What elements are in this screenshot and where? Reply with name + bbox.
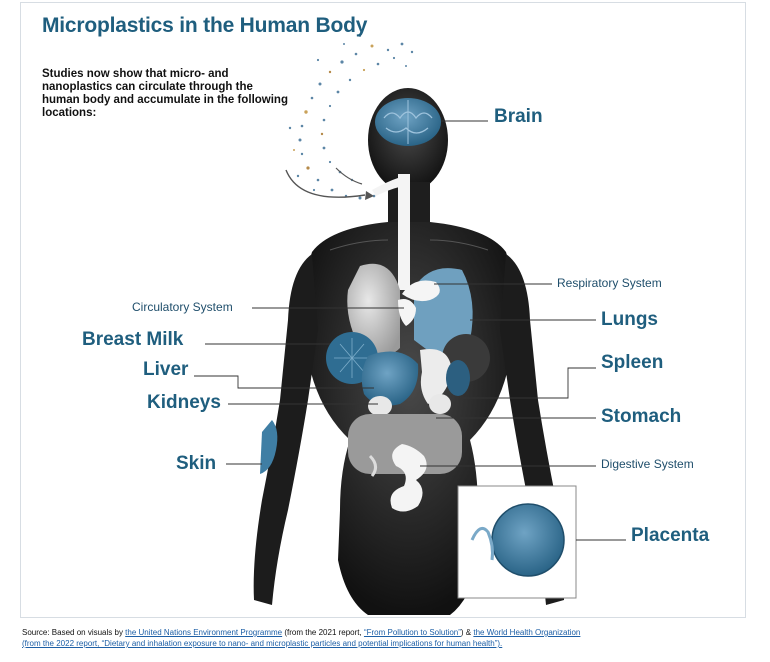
right-kidney bbox=[429, 394, 451, 414]
label-spleen: Spleen bbox=[601, 352, 664, 373]
heart bbox=[398, 299, 416, 326]
source-mid1: (from the 2021 report, bbox=[282, 628, 364, 637]
particle-arrow bbox=[285, 169, 366, 198]
page-title: Microplastics in the Human Body bbox=[42, 14, 368, 37]
label-stomach: Stomach bbox=[601, 406, 682, 427]
intro-text: Studies now show that micro- and nanopla… bbox=[42, 68, 288, 119]
microplastic-particles bbox=[288, 35, 414, 200]
link-unep[interactable]: the United Nations Environment Programme bbox=[125, 628, 283, 637]
liver bbox=[361, 351, 419, 406]
source-prefix: Source: Based on visuals by bbox=[22, 628, 126, 637]
label-skin: Skin bbox=[176, 453, 217, 474]
label-respiratory-system: Respiratory System bbox=[557, 276, 662, 290]
label-brain: Brain bbox=[494, 106, 543, 127]
spleen bbox=[446, 360, 470, 396]
connector-lines bbox=[194, 120, 626, 541]
nasal-airway bbox=[372, 176, 404, 196]
label-liver: Liver bbox=[143, 359, 189, 380]
small-intestine bbox=[390, 444, 427, 512]
source-mid2: ) & bbox=[460, 628, 474, 637]
link-pollution-report[interactable]: “From Pollution to Solution” bbox=[363, 628, 461, 637]
label-breast-milk: Breast Milk bbox=[82, 329, 184, 350]
left-kidney bbox=[368, 396, 392, 416]
left-lung bbox=[347, 263, 400, 357]
label-placenta: Placenta bbox=[631, 525, 710, 546]
source-note: Source: Based on visuals by the United N… bbox=[22, 627, 762, 649]
particle-arrow-2 bbox=[335, 167, 363, 185]
link-who[interactable]: the World Health Organization bbox=[473, 628, 581, 637]
placenta-inset bbox=[457, 485, 577, 599]
large-intestine bbox=[348, 414, 462, 474]
label-digestive-system: Digestive System bbox=[601, 457, 694, 471]
label-kidneys: Kidneys bbox=[147, 392, 221, 413]
respiratory-bronchi bbox=[402, 280, 440, 302]
link-who-report[interactable]: (from the 2022 report, “Dietary and inha… bbox=[22, 639, 503, 648]
breast-left-lobes bbox=[334, 338, 370, 378]
airway bbox=[398, 174, 410, 290]
skin-highlight bbox=[260, 420, 278, 474]
brain-organ bbox=[375, 98, 441, 146]
stomach bbox=[420, 348, 452, 404]
label-lungs: Lungs bbox=[601, 309, 658, 330]
label-circulatory-system: Circulatory System bbox=[132, 300, 233, 314]
particle-arrow-head bbox=[365, 191, 374, 200]
